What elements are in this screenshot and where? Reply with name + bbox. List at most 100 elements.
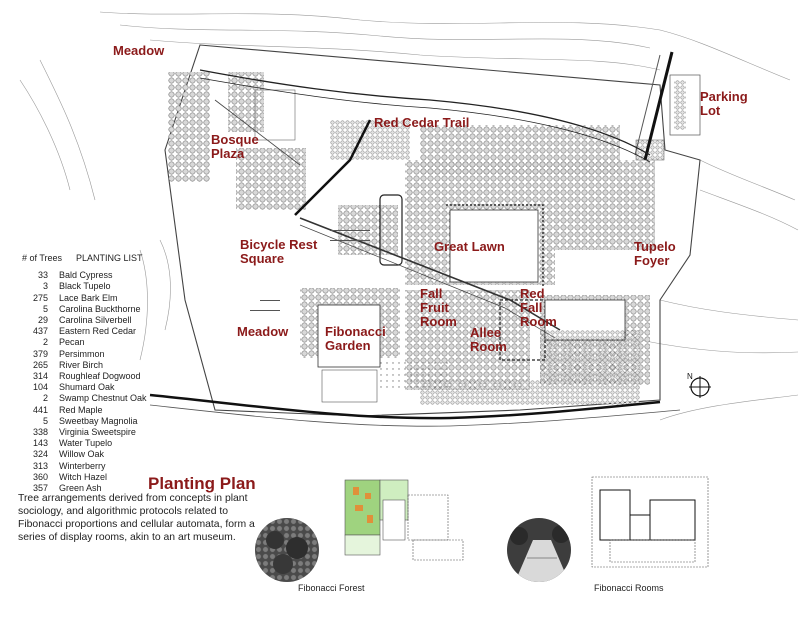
planting-list-header: # of Trees PLANTING LIST <box>22 253 147 264</box>
count-header: # of Trees <box>22 253 63 263</box>
planting-list-item: 2 Swamp Chestnut Oak <box>22 393 147 404</box>
label-fibonacci-line2: Garden <box>325 338 371 353</box>
planting-list-item: 275 Lace Bark Elm <box>22 293 147 304</box>
label-red-fall-line3: Room <box>520 314 557 329</box>
caption-rooms: Fibonacci Rooms <box>594 583 664 593</box>
tree-species: Witch Hazel <box>59 471 108 482</box>
tree-count: 275 <box>32 292 48 303</box>
planting-list-item: 143 Water Tupelo <box>22 438 147 449</box>
tree-count: 5 <box>42 303 48 314</box>
tree-count: 313 <box>32 460 48 471</box>
tree-species: Sweetbay Magnolia <box>59 415 138 426</box>
tree-count: 143 <box>32 438 48 449</box>
label-meadow-south: Meadow <box>237 324 289 339</box>
fibonacci-rooms-plan <box>591 476 709 568</box>
planting-list-item: 379 Persimmon <box>22 349 147 360</box>
label-meadow-north: Meadow <box>113 43 165 58</box>
access-road <box>643 51 674 161</box>
tupelo-foyer-grove <box>555 160 655 250</box>
label-great-lawn: Great Lawn <box>434 239 505 254</box>
fibonacci-forest-plan <box>344 479 464 561</box>
label-fall-fruit-line2: Fruit <box>420 300 449 315</box>
planting-list-item: 324 Willow Oak <box>22 449 147 460</box>
tree-count: 324 <box>32 449 48 460</box>
planting-list-item: 5 Sweetbay Magnolia <box>22 416 147 427</box>
caption-forest: Fibonacci Forest <box>298 583 365 593</box>
southern-grove <box>420 380 640 405</box>
planting-list-item: 29 Carolina Silverbell <box>22 315 147 326</box>
plan-description: Tree arrangements derived from concepts … <box>18 493 255 543</box>
tree-count: 441 <box>32 404 48 415</box>
planting-list-item: 104 Shumard Oak <box>22 382 147 393</box>
tree-count: 104 <box>32 382 48 393</box>
parking-lot-plan <box>635 74 701 161</box>
planting-list-item: 33 Bald Cypress <box>22 270 147 281</box>
tree-count: 2 <box>42 337 48 348</box>
label-bosque-plaza: Bosque Plaza <box>211 133 259 161</box>
tree-count: 338 <box>32 427 48 438</box>
label-fall-fruit-line3: Room <box>420 314 457 329</box>
label-parking-lot: Parking Lot <box>700 90 748 118</box>
tree-species: Shumard Oak <box>59 382 115 393</box>
label-tupelo-foyer: Tupelo Foyer <box>634 240 676 268</box>
label-fibonacci-line1: Fibonacci <box>325 324 386 339</box>
label-bicycle-line2: Square <box>240 251 285 266</box>
planting-list-item: 5 Carolina Buckthorne <box>22 304 147 315</box>
tree-species: Water Tupelo <box>59 438 113 449</box>
site-plan <box>19 11 799 427</box>
list-header: PLANTING LIST <box>76 253 143 263</box>
tree-species: Bald Cypress <box>59 270 113 281</box>
terrain-contours <box>19 11 799 421</box>
label-red-fall-line1: Red <box>520 286 545 301</box>
tree-species: Willow Oak <box>59 449 105 460</box>
site-boundary <box>164 44 701 417</box>
fibonacci-garden-plan <box>300 288 400 403</box>
planting-list-item: 2 Pecan <box>22 337 147 348</box>
forest-photo <box>255 518 319 582</box>
great-lawn-frame <box>405 160 555 287</box>
bosque-grid-east <box>228 72 264 132</box>
label-tupelo-line2: Foyer <box>634 253 670 268</box>
label-fall-fruit-room: Fall Fruit Room <box>420 287 457 329</box>
tree-count: 379 <box>32 348 48 359</box>
tree-species: Carolina Buckthorne <box>59 303 141 314</box>
north-label: N <box>687 372 693 381</box>
tree-species: Eastern Red Cedar <box>59 326 137 337</box>
tree-species: Lace Bark Elm <box>59 292 118 303</box>
bosque-grid-west <box>168 72 210 182</box>
tree-count: 3 <box>42 281 48 292</box>
tree-count: 2 <box>42 393 48 404</box>
tree-species: Roughleaf Dogwood <box>59 371 141 382</box>
tree-count: 437 <box>32 326 48 337</box>
label-tupelo-line1: Tupelo <box>634 239 676 254</box>
label-fall-fruit-line1: Fall <box>420 286 443 301</box>
plan-title: Planting Plan <box>148 474 256 493</box>
label-bosque-line2: Plaza <box>211 146 245 161</box>
north-arrow: N <box>685 371 715 406</box>
label-fibonacci-garden: Fibonacci Garden <box>325 325 386 353</box>
tree-count: 33 <box>37 270 48 281</box>
planting-list-item: 437 Eastern Red Cedar <box>22 326 147 337</box>
diagonal-paths <box>199 69 651 339</box>
tree-species: Swamp Chestnut Oak <box>59 393 147 404</box>
tree-count: 29 <box>37 315 48 326</box>
tree-species: Persimmon <box>59 348 105 359</box>
label-allee-room: Allee Room <box>470 326 507 354</box>
tree-count: 360 <box>32 471 48 482</box>
tree-species: Pecan <box>59 337 85 348</box>
river-bank <box>149 393 661 420</box>
label-parking-line1: Parking <box>700 89 748 104</box>
tree-count: 5 <box>42 415 48 426</box>
tree-species: River Birch <box>59 359 104 370</box>
tree-species: Carolina Silverbell <box>59 315 132 326</box>
label-allee-line2: Room <box>470 339 507 354</box>
label-red-fall-line2: Fall <box>520 300 543 315</box>
